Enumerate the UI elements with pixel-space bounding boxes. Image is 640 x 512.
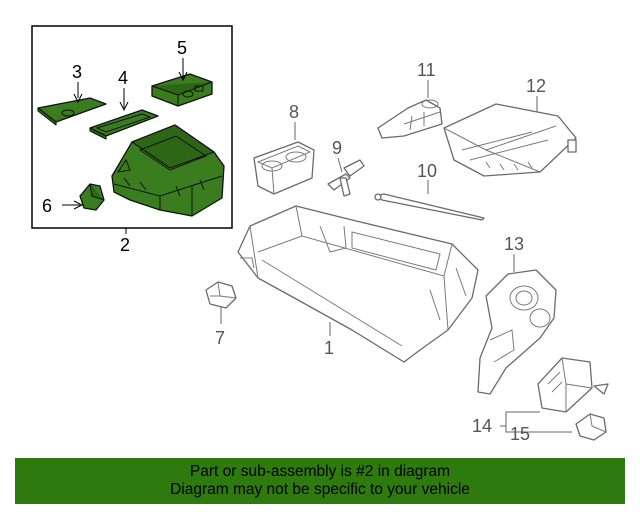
part-13-vent-panel[interactable] <box>477 269 557 395</box>
part-4-tray-mat[interactable] <box>89 109 159 140</box>
callout-3: 3 <box>72 62 82 82</box>
part-2-console-bin[interactable] <box>111 124 225 217</box>
part-6-clip[interactable] <box>79 183 105 211</box>
callout-8: 8 <box>289 102 299 122</box>
callout-4: 4 <box>118 68 128 88</box>
callout-1: 1 <box>324 338 334 358</box>
part-7-connector[interactable] <box>205 281 237 309</box>
callout-9: 9 <box>332 138 342 158</box>
callout-11: 11 <box>417 60 436 80</box>
part-11-latch[interactable] <box>377 99 443 139</box>
callout-7: 7 <box>215 328 225 348</box>
part-8-cupholder[interactable] <box>253 141 315 195</box>
callout-14: 14 <box>472 416 492 436</box>
part-10-rod[interactable] <box>374 193 485 221</box>
callout-10: 10 <box>417 161 437 181</box>
banner-line-1: Part or sub-assembly is #2 in diagram <box>189 463 451 480</box>
callout-12: 12 <box>526 76 546 96</box>
callout-2: 2 <box>120 235 130 255</box>
info-banner: Part or sub-assembly is #2 in diagram Di… <box>15 458 625 504</box>
part-14-switch[interactable] <box>537 357 609 413</box>
part-9-bracket[interactable] <box>327 159 365 197</box>
part-3-pad[interactable] <box>37 97 107 126</box>
parts-diagram: 3 4 5 6 2 8 9 10 11 12 13 1 7 14 15 <box>31 25 609 444</box>
banner-line-2: Diagram may not be specific to your vehi… <box>170 481 470 498</box>
callout-13: 13 <box>504 234 524 254</box>
part-5-small-tray[interactable] <box>151 73 213 107</box>
part-15-small-switch[interactable] <box>575 413 607 441</box>
part-1-console-body[interactable] <box>237 205 479 363</box>
leader-lines <box>62 58 572 433</box>
callout-6: 6 <box>42 196 52 216</box>
part-12-armrest-lid[interactable] <box>443 103 577 177</box>
callout-15: 15 <box>510 424 530 444</box>
subassembly-box <box>31 25 233 229</box>
callout-5: 5 <box>177 38 187 58</box>
